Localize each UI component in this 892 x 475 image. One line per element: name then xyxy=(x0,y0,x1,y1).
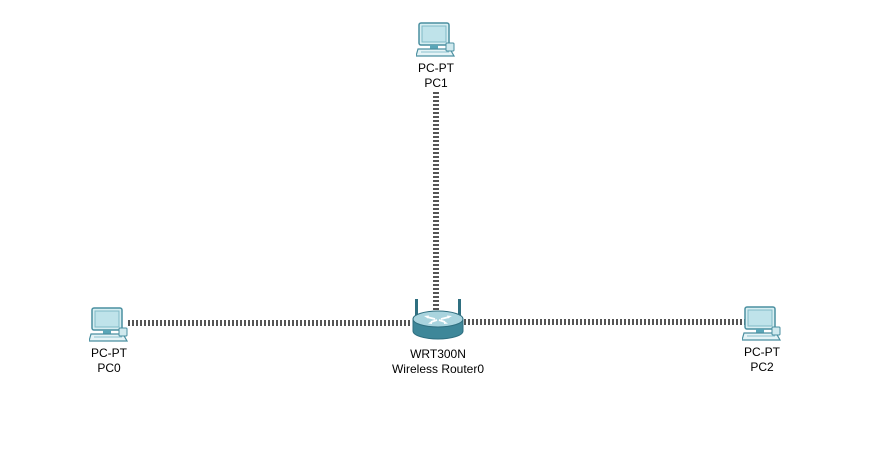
pc2-name-label: PC2 xyxy=(750,360,774,374)
pc-icon xyxy=(742,306,782,341)
router-name-label: Wireless Router0 xyxy=(391,362,485,376)
device-pc1[interactable] xyxy=(416,21,456,59)
wireless-router-icon xyxy=(412,299,464,340)
pc-icon xyxy=(416,22,456,57)
pc1-model-label: PC-PT xyxy=(418,61,454,75)
pc0-model-label: PC-PT xyxy=(91,346,127,360)
pc2-model-label: PC-PT xyxy=(744,345,780,359)
pc-icon xyxy=(89,307,129,342)
device-wireless-router[interactable] xyxy=(410,297,466,345)
router-model-label: WRT300N xyxy=(410,347,466,361)
pc0-name-label: PC0 xyxy=(97,361,121,375)
pc1-name-label: PC1 xyxy=(424,76,448,90)
device-pc0[interactable] xyxy=(89,306,129,344)
device-pc2[interactable] xyxy=(742,305,782,343)
